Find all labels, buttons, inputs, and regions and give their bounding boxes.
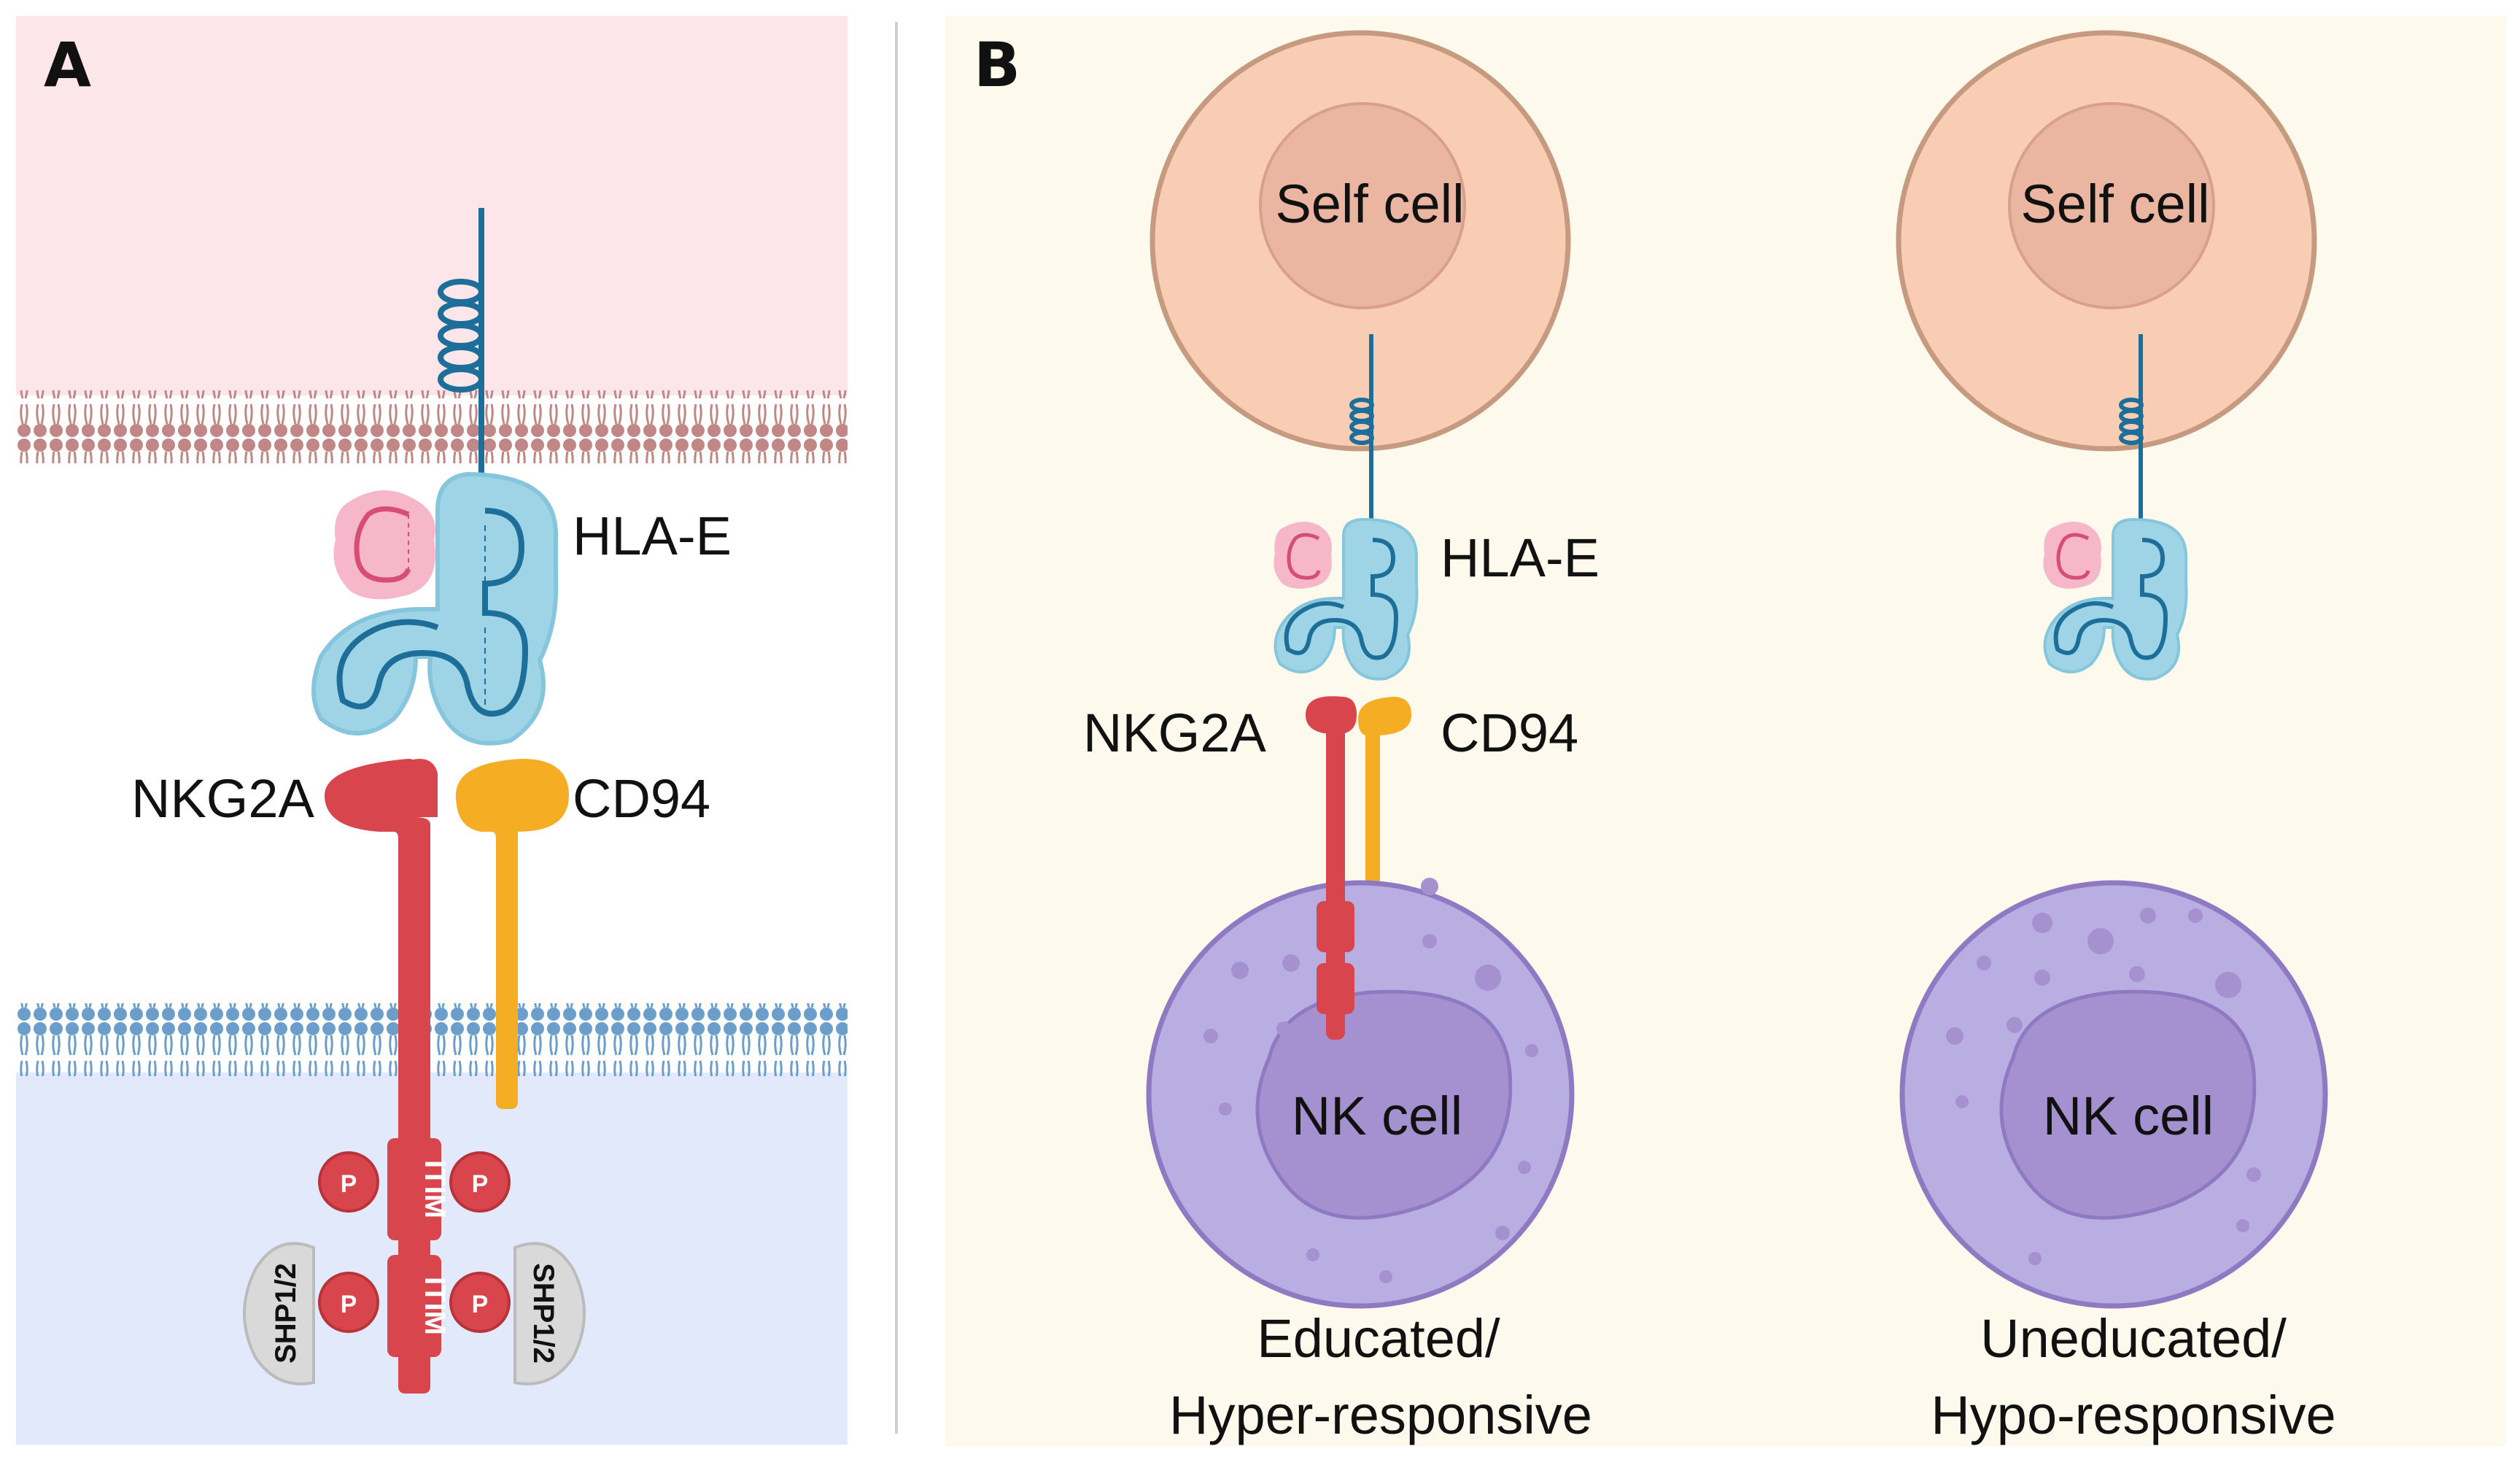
itim-lower-box [387, 1255, 441, 1357]
nk-cell-membrane [16, 1003, 848, 1076]
hla-e-left [1273, 334, 1419, 681]
self-cell-left: Self cell [1149, 30, 1571, 452]
svg-text:P: P [472, 1291, 489, 1318]
nk-cell-left: NK cell [1146, 861, 1575, 1309]
nkg2a-label: NKG2A [131, 768, 315, 829]
hla-e-heavy-chain [311, 471, 559, 746]
svg-text:SHP1/2: SHP1/2 [270, 1263, 302, 1364]
self-cell-right: Self cell [1896, 30, 2317, 452]
itim-lower-label: ITIM [419, 1277, 451, 1335]
shp1-2-right: SHP1/2 [513, 1242, 586, 1385]
nk-cell-right: NK cell [1899, 880, 2328, 1309]
hla-e-right [2043, 334, 2188, 681]
self-cell-left-label: Self cell [1275, 174, 1464, 234]
cd94-receptor-b [1358, 697, 1411, 892]
nkg2a-receptor: ITIM ITIM [325, 759, 451, 1394]
phosphate-lower-left: P [318, 1272, 379, 1333]
target-cell-membrane [16, 390, 848, 463]
self-cell-right-label: Self cell [2020, 174, 2209, 234]
itim-upper-label: ITIM [419, 1160, 451, 1218]
nk-cell-right-label: NK cell [2043, 1086, 2214, 1146]
panel-a: A HLA-E ITIM [16, 16, 848, 1445]
phosphate-upper-left: P [318, 1151, 379, 1213]
phosphate-lower-right: P [449, 1272, 511, 1333]
phosphate-upper-right: P [449, 1151, 511, 1213]
hla-e-transmembrane [438, 208, 484, 482]
shp1-2-left: SHP1/2 [243, 1242, 315, 1385]
beta2-microglobulin [333, 490, 435, 600]
svg-text:P: P [472, 1170, 489, 1198]
panel-b-letter: B [974, 29, 1020, 101]
nkg2a-left-label: NKG2A [1083, 703, 1267, 763]
uneducated-caption-line2: Hypo-responsive [1931, 1385, 2335, 1445]
svg-text:SHP1/2: SHP1/2 [527, 1263, 559, 1364]
cd94-label: CD94 [573, 768, 710, 829]
educated-caption-line1: Educated/ [1257, 1308, 1500, 1369]
svg-text:P: P [341, 1291, 357, 1318]
panel-a-letter: A [44, 29, 91, 101]
nk-cell-left-label: NK cell [1292, 1086, 1462, 1146]
educated-caption-line2: Hyper-responsive [1169, 1385, 1592, 1445]
itim-upper-box [387, 1138, 441, 1240]
uneducated-caption-line1: Uneducated/ [1980, 1308, 2287, 1369]
panel-b: B Self cell HLA-E [945, 16, 2506, 1446]
cd94-receptor [456, 759, 569, 1109]
hla-e-label: HLA-E [573, 506, 732, 566]
cd94-left-label: CD94 [1441, 703, 1578, 763]
hla-e-left-label: HLA-E [1441, 527, 1600, 588]
svg-text:P: P [341, 1170, 357, 1198]
extracellular-space [16, 16, 848, 395]
